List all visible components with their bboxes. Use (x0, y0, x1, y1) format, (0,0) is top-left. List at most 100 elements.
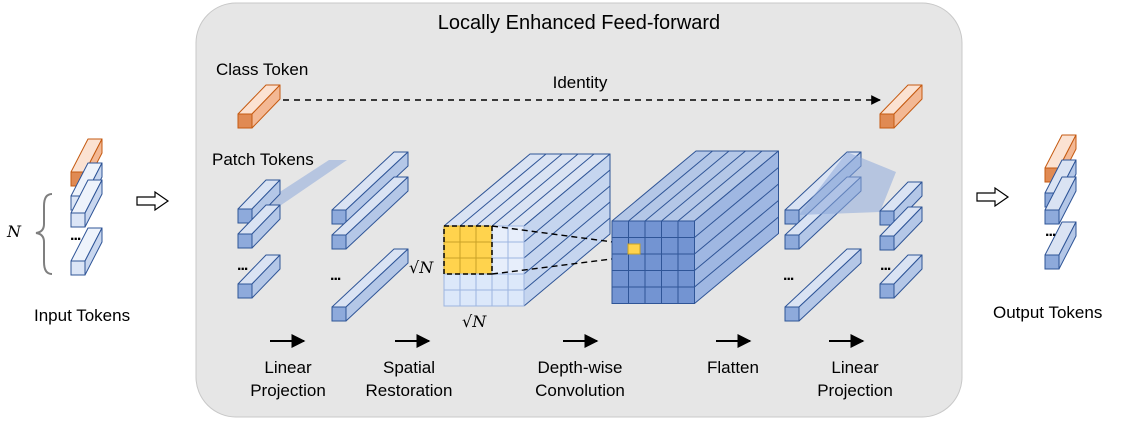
cube-cell-0-1 (459, 225, 477, 243)
conv-cell-1-0 (611, 237, 629, 255)
conv-cell-4-0 (611, 286, 629, 304)
cube-cell-4-1 (459, 289, 477, 307)
conv-cell-4-4 (677, 286, 695, 304)
conv-cell-4-1 (628, 286, 646, 304)
step-5-line1: Linear (831, 358, 879, 377)
cube-cell-2-1 (459, 257, 477, 275)
cube-side-line-4 (523, 217, 611, 291)
cube-cell-3-4 (507, 273, 525, 291)
patch-token-1-front (237, 208, 253, 224)
identity-label: Identity (552, 73, 608, 92)
cube-cell-4-0 (443, 289, 461, 307)
class-token-label: Class Token (216, 60, 309, 79)
cube-top-line-2 (475, 153, 563, 227)
flattened-token-3-front (784, 306, 800, 322)
cube-cell-3-2 (475, 273, 493, 291)
conv-cell-4-3 (661, 286, 679, 304)
conv-cell-3-0 (611, 270, 629, 288)
output-patch-token-3-front (1044, 254, 1060, 270)
step-4-line1: Flatten (707, 358, 759, 377)
patch-token-3-front (237, 283, 253, 299)
kernel-window (443, 225, 493, 275)
conv-cell-0-0 (611, 220, 629, 238)
patch-ellipsis: ... (237, 257, 248, 274)
cube-side-line-2 (523, 185, 611, 259)
out-proj-token-2-front (879, 235, 895, 251)
step-5-line2: Projection (817, 381, 893, 400)
conv-top-line-3 (661, 150, 746, 222)
lefe-class-token-out-front (879, 113, 895, 129)
projected-token-1-front (331, 209, 347, 225)
cube-top-line-1 (459, 153, 547, 227)
cube-cell-3-0 (443, 273, 461, 291)
conv-cell-0-4 (677, 220, 695, 238)
input-ellipsis: ... (70, 227, 81, 244)
conv-cell-1-4 (677, 237, 695, 255)
cube-cell-1-3 (491, 241, 509, 259)
step-1-line1: Linear (264, 358, 312, 377)
projected-ellipsis: ... (330, 267, 341, 284)
cube-cell-1-4 (507, 241, 525, 259)
lefe-to-output-arrow (976, 186, 1010, 208)
output-proj-ellipsis: ... (880, 257, 891, 274)
output-ellipsis: ... (1045, 223, 1056, 240)
input-patch-token-3-front (70, 260, 86, 276)
cube-cell-1-2 (475, 241, 493, 259)
sqrt-n-side-label: √N (409, 258, 434, 277)
conv-cell-2-4 (677, 253, 695, 271)
conv-cell-2-1 (628, 253, 646, 271)
cube-cell-0-0 (443, 225, 461, 243)
output-tokens-label: Output Tokens (993, 303, 1103, 322)
flattened-token-1-front (784, 209, 800, 225)
conv-side-line-2 (694, 183, 779, 255)
sqrt-n-bottom-label: √N (462, 312, 487, 331)
cube-cell-2-2 (475, 257, 493, 275)
conv-cell-3-3 (661, 270, 679, 288)
projected-token-2-front (331, 234, 347, 250)
step-1-line2: Projection (250, 381, 326, 400)
conv-side-line-3 (694, 200, 779, 271)
conv-top-line-4 (677, 150, 763, 222)
cube-cell-4-2 (475, 289, 493, 307)
conv-side-line-4 (694, 216, 779, 288)
conv-top-line-1 (628, 150, 713, 222)
conv-cell-2-3 (661, 253, 679, 271)
cube-side-line-3 (523, 201, 611, 275)
step-3-line2: Convolution (535, 381, 625, 400)
out-proj-token-1-front (879, 210, 895, 226)
cube-top-line-4 (507, 153, 595, 227)
conv-cell-3-4 (677, 270, 695, 288)
conv-top-line-2 (644, 150, 730, 222)
conv-cell-2-0 (611, 253, 629, 271)
cube-top-line-3 (491, 153, 579, 227)
patch-tokens-label: Patch Tokens (212, 150, 314, 169)
n-symbol: N (7, 222, 21, 241)
input-tokens-label: Input Tokens (34, 306, 131, 325)
kernel-line-bottom (491, 256, 629, 275)
conv-cell-0-1 (628, 220, 646, 238)
cube-cell-1-0 (443, 241, 461, 259)
input-patch-token-2-front (70, 212, 86, 228)
cube-side-line-1 (523, 169, 611, 243)
step-2-line2: Restoration (365, 381, 453, 400)
lefe-class-token-in-front (237, 113, 253, 129)
output-patch-token-2-front (1044, 209, 1060, 225)
conv-output-pixel (627, 243, 641, 255)
cube-cell-4-4 (507, 289, 525, 307)
cube-cell-3-3 (491, 273, 509, 291)
n-bracket (35, 193, 53, 275)
conv-cell-0-3 (661, 220, 679, 238)
step-2-line1: Spatial (383, 358, 435, 377)
cube-cell-3-1 (459, 273, 477, 291)
flattened-token-2-front (784, 234, 800, 250)
flatten-ellipsis: ... (783, 267, 794, 284)
patch-token-2-front (237, 233, 253, 249)
cube-cell-1-1 (459, 241, 477, 259)
conv-cell-1-3 (661, 237, 679, 255)
conv-cell-1-2 (644, 237, 662, 255)
conv-side-line-1 (694, 167, 779, 238)
conv-cell-0-2 (644, 220, 662, 238)
kernel-line-top (491, 225, 629, 245)
projected-token-3-front (331, 306, 347, 322)
